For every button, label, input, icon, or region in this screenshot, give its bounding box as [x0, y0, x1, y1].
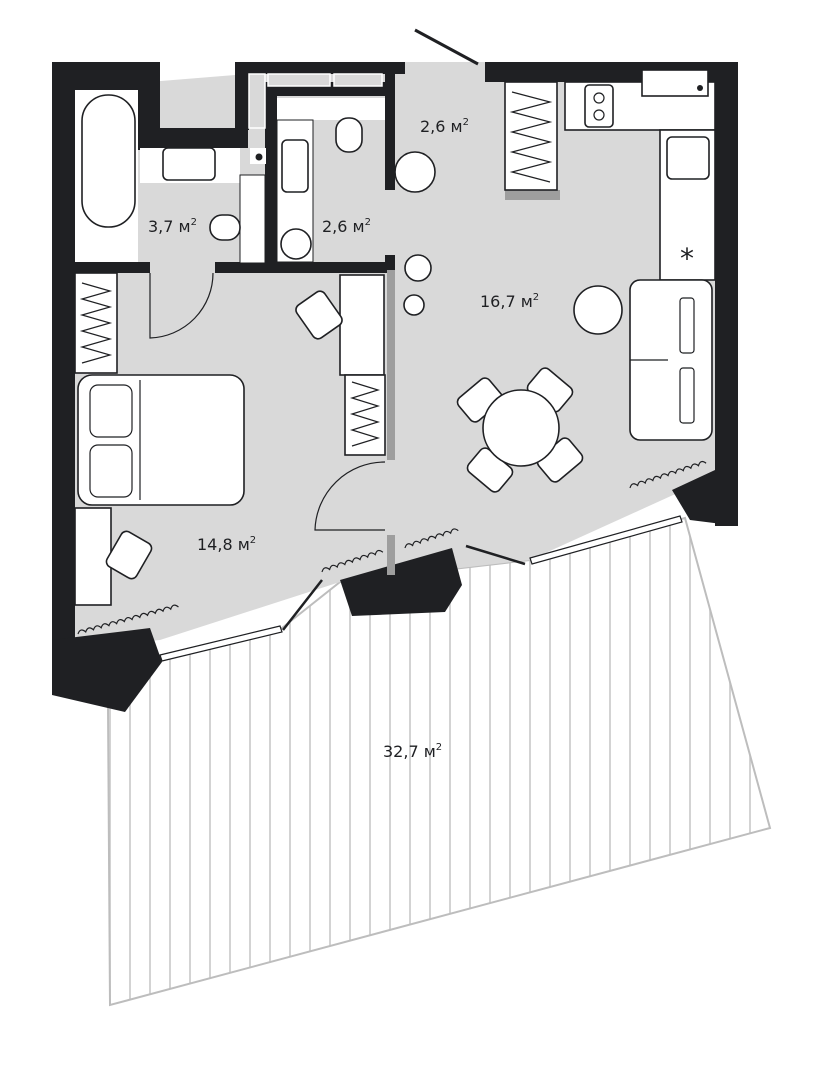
bed-icon [77, 374, 245, 506]
washing-machine-icon [280, 228, 312, 260]
living-furniture [295, 254, 713, 493]
round-ottoman-icon [394, 151, 436, 193]
kitchen: * [504, 69, 716, 281]
area-label-living-kitchen: 16,7 м2 [480, 292, 539, 311]
walls [52, 62, 738, 712]
coffee-table-icon [573, 285, 623, 335]
stove-icon [584, 84, 614, 128]
area-label-bathroom: 3,7 м2 [148, 217, 197, 236]
bathroom-door[interactable] [149, 272, 214, 339]
area-label-wc: 2,6 м2 [322, 217, 371, 236]
wc-fixtures [276, 98, 385, 263]
bathtub-icon [81, 94, 136, 228]
bathroom-fixtures [75, 90, 266, 264]
area-label-terrace: 32,7 м2 [383, 742, 442, 761]
chair-icon [105, 530, 153, 580]
sink-icon [666, 136, 710, 180]
bedroom-door[interactable] [314, 461, 386, 531]
area-label-hall: 2,6 м2 [420, 117, 469, 136]
entrance-door[interactable] [414, 28, 479, 66]
toilet-icon [335, 117, 363, 153]
bedroom-furniture [74, 272, 386, 606]
sink-icon [162, 147, 216, 181]
fridge-icon: * [680, 242, 694, 275]
chair-icon [295, 290, 343, 340]
area-label-bedroom: 14,8 м2 [197, 535, 256, 554]
dining-table-icon [482, 389, 560, 467]
windows [77, 460, 707, 662]
storage-cabinets [248, 73, 383, 129]
sink-icon [281, 139, 309, 193]
desk-icon [74, 507, 112, 606]
riser-icon [255, 153, 263, 161]
desk-icon [339, 274, 385, 376]
plant-icon [403, 254, 432, 316]
toilet-icon [209, 214, 241, 241]
